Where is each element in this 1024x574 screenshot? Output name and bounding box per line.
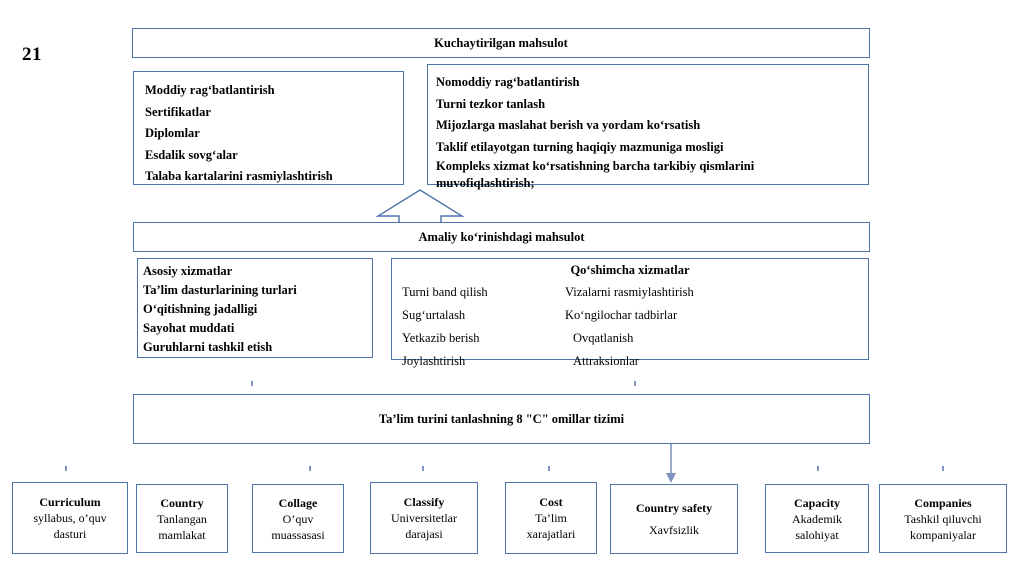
connector-tick xyxy=(251,381,253,386)
factor-box-country-safety[interactable]: Country safety Xavfsizlik xyxy=(610,484,738,554)
list-item: Turni band qilish xyxy=(402,285,488,299)
factor-box-curriculum[interactable]: Curriculum syllabus, o’quv dasturi xyxy=(12,482,128,554)
list-item: Attraksionlar xyxy=(573,354,639,368)
connector-tick xyxy=(65,466,67,471)
factors-system-banner xyxy=(133,394,870,444)
factor-desc-line: xarajatlari xyxy=(526,527,576,541)
list-item: O‘qitishning jadalligi xyxy=(143,302,258,316)
factor-box-capacity[interactable]: Capacity Akademik salohiyat xyxy=(765,484,869,553)
list-item: Turni tezkor tanlash xyxy=(436,96,546,111)
intangible-incentives-list: Nomoddiy rag‘batlantirish Turni tezkor t… xyxy=(436,72,754,192)
factor-desc-line: mamlakat xyxy=(158,527,206,542)
list-item: Sug‘urtalash xyxy=(402,308,466,322)
factor-title: Country xyxy=(160,495,204,510)
list-item: Guruhlarni tashkil etish xyxy=(143,340,273,354)
factor-title: Classify xyxy=(403,495,445,509)
down-arrow-icon xyxy=(664,444,678,489)
core-services-box xyxy=(137,258,373,358)
factor-box-classify[interactable]: Classify Universitetlar darajasi xyxy=(370,482,478,554)
augmented-product-banner xyxy=(132,28,870,58)
factor-desc-line: darajasi xyxy=(405,527,443,541)
extra-services-heading: Qo‘shimcha xizmatlar xyxy=(570,263,690,277)
list-item: Ta’lim dasturlarining turlari xyxy=(143,283,297,297)
extra-services-right-column: Vizalarni rasmiylashtirish Ko‘ngilochar … xyxy=(565,281,694,373)
tangible-incentives-list: Moddiy rag‘batlantirish Sertifikatlar Di… xyxy=(145,80,333,188)
list-item: Joylashtirish xyxy=(402,354,466,368)
list-item: muvofiqlashtirish; xyxy=(436,176,535,190)
factor-box-country[interactable]: Country Tanlangan mamlakat xyxy=(136,484,228,553)
factor-title: Companies xyxy=(914,495,972,510)
page-number: 21 xyxy=(22,44,42,65)
extra-services-box xyxy=(391,258,869,360)
tangible-incentives-box xyxy=(133,71,404,185)
factor-title: Capacity xyxy=(794,495,840,510)
connector-tick xyxy=(309,466,311,471)
list-item: Taklif etilayotgan turning haqiqiy mazmu… xyxy=(436,139,724,154)
extra-services-left-column: Turni band qilish Sug‘urtalash Yetkazib … xyxy=(402,281,488,373)
factor-box-cost[interactable]: Cost Ta’lim xarajatlari xyxy=(505,482,597,554)
factor-desc-line: Universitetlar xyxy=(391,511,457,525)
list-item: Moddiy rag‘batlantirish xyxy=(145,83,275,97)
list-item: Yetkazib berish xyxy=(402,331,480,345)
factor-box-companies[interactable]: Companies Tashkil qiluvchi kompaniyalar xyxy=(879,484,1007,553)
factor-title: Curriculum xyxy=(39,495,101,509)
list-item: Ko‘ngilochar tadbirlar xyxy=(565,308,678,322)
factor-desc-line: salohiyat xyxy=(795,527,839,542)
list-item: Asosiy xizmatlar xyxy=(143,264,233,278)
factor-box-collage[interactable]: Collage O’quv muassasasi xyxy=(252,484,344,553)
factor-title: Country safety xyxy=(635,501,713,515)
factor-desc-line: syllabus, o’quv xyxy=(33,511,107,525)
list-item: Mijozlarga maslahat berish va yordam ko‘… xyxy=(436,118,701,132)
list-item: Ovqatlanish xyxy=(573,331,634,345)
factor-desc-line: Ta’lim xyxy=(535,511,567,525)
factor-desc-line: kompaniyalar xyxy=(910,527,976,542)
factor-desc-line: dasturi xyxy=(53,527,87,541)
list-item: Diplomlar xyxy=(145,126,200,140)
actual-product-banner-label: Amaliy ko‘rinishdagi mahsulot xyxy=(418,230,585,244)
list-item: Vizalarni rasmiylashtirish xyxy=(565,285,694,299)
connector-tick xyxy=(634,381,636,386)
factor-desc-line: Tanlangan xyxy=(157,511,207,526)
list-item: Esdalik sovg‘alar xyxy=(145,147,238,162)
connector-tick xyxy=(942,466,944,471)
factors-system-banner-label: Ta’lim turini tanlashning 8 "C" omillar … xyxy=(378,412,625,426)
factor-desc-line: muassasasi xyxy=(271,527,325,542)
factor-desc-line: Tashkil qiluvchi xyxy=(904,511,982,526)
connector-tick xyxy=(817,466,819,471)
connector-tick xyxy=(422,466,424,471)
list-item: Nomoddiy rag‘batlantirish xyxy=(436,75,580,89)
factor-title: Cost xyxy=(539,495,563,509)
factor-desc-line: Xavfsizlik xyxy=(649,523,699,537)
intangible-incentives-box xyxy=(427,64,869,185)
factor-desc-line: Akademik xyxy=(792,511,842,526)
connector-tick xyxy=(548,466,550,471)
core-services-list: Asosiy xizmatlar Ta’lim dasturlarining t… xyxy=(143,262,297,357)
list-item: Talaba kartalarini rasmiylashtirish xyxy=(145,169,333,183)
augmented-product-banner-label: Kuchaytirilgan mahsulot xyxy=(434,36,568,50)
list-item: Sayohat muddati xyxy=(143,321,235,335)
list-item: Kompleks xizmat ko‘rsatishning barcha ta… xyxy=(436,159,755,173)
list-item: Sertifikatlar xyxy=(145,104,211,119)
factor-desc-line: O’quv xyxy=(282,511,314,526)
factor-title: Collage xyxy=(278,495,318,510)
actual-product-banner xyxy=(133,222,870,252)
